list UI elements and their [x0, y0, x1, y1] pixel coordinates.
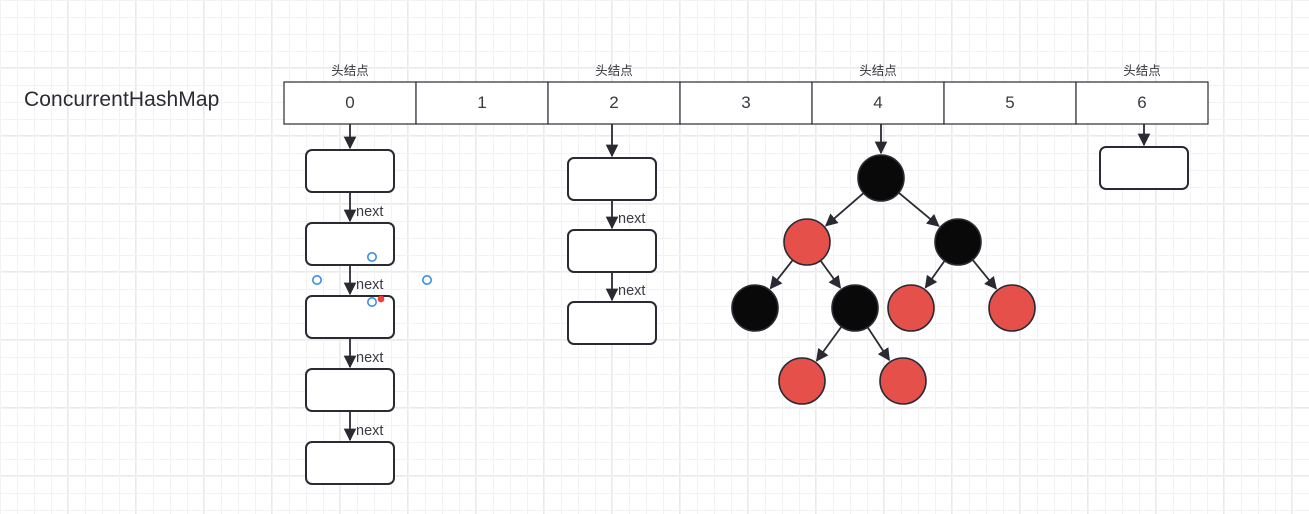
list-node-box[interactable]: [567, 229, 657, 273]
tree-edge: [815, 326, 843, 362]
hash-table-array: [283, 81, 1209, 125]
list-node-box[interactable]: [305, 149, 395, 193]
array-cell-label-3: 3: [741, 93, 751, 112]
array-cell-0[interactable]: [283, 81, 417, 125]
head-node-label-6: 头结点: [1123, 64, 1161, 78]
array-cell-5[interactable]: [943, 81, 1077, 125]
list-node-box[interactable]: [567, 157, 657, 201]
tree-node-red[interactable]: [887, 284, 935, 332]
head-node-label-4: 头结点: [859, 64, 897, 78]
array-cell-6[interactable]: [1075, 81, 1209, 125]
tree-edge: [866, 326, 891, 362]
red-black-tree: [731, 124, 1036, 405]
connection-handle-1[interactable]: [366, 252, 377, 263]
array-cell-label-4: 4: [873, 93, 883, 112]
array-cell-label-5: 5: [1005, 93, 1015, 112]
tree-edge: [824, 192, 865, 227]
next-pointer-label: next: [356, 423, 384, 439]
next-pointer-label: next: [618, 283, 646, 299]
next-pointer-label: next: [356, 204, 384, 220]
selection-handles: [311, 252, 432, 307]
next-pointer-label: next: [356, 350, 384, 366]
head-node-label-2: 头结点: [595, 64, 633, 78]
tree-node-black[interactable]: [934, 218, 982, 266]
connection-handle-3[interactable]: [421, 274, 432, 285]
connection-handle-2[interactable]: [311, 274, 322, 285]
array-cell-2[interactable]: [547, 81, 681, 125]
tree-node-red[interactable]: [778, 357, 826, 405]
tree-node-red[interactable]: [783, 218, 831, 266]
array-cell-label-1: 1: [477, 93, 487, 112]
array-cell-1[interactable]: [415, 81, 549, 125]
array-cell-label-0: 0: [345, 93, 355, 112]
head-node-label-0: 头结点: [331, 64, 369, 78]
tree-node-black[interactable]: [731, 284, 779, 332]
list-node-box[interactable]: [305, 368, 395, 412]
tree-edge: [971, 259, 997, 290]
tree-node-red[interactable]: [988, 284, 1036, 332]
tree-edge: [819, 260, 842, 289]
array-cell-4[interactable]: [811, 81, 945, 125]
array-cell-label-6: 6: [1137, 93, 1147, 112]
list-node-box[interactable]: [305, 441, 395, 485]
next-pointer-label: next: [356, 277, 384, 293]
array-cell-label-2: 2: [609, 93, 619, 112]
tree-node-black[interactable]: [831, 284, 879, 332]
connection-handle-4[interactable]: [366, 296, 377, 307]
list-node-box[interactable]: [1099, 146, 1189, 190]
tree-edge: [898, 192, 940, 227]
page-title: ConcurrentHashMap: [24, 88, 220, 111]
list-node-box[interactable]: [567, 301, 657, 345]
tree-edge: [769, 259, 794, 290]
connection-handle-active[interactable]: [377, 295, 385, 303]
tree-node-black[interactable]: [857, 154, 905, 202]
list-node-box[interactable]: [305, 222, 395, 266]
tree-node-red[interactable]: [879, 357, 927, 405]
tree-edge: [924, 260, 946, 289]
next-pointer-label: next: [618, 211, 646, 227]
bucket-chains: [305, 124, 1189, 485]
